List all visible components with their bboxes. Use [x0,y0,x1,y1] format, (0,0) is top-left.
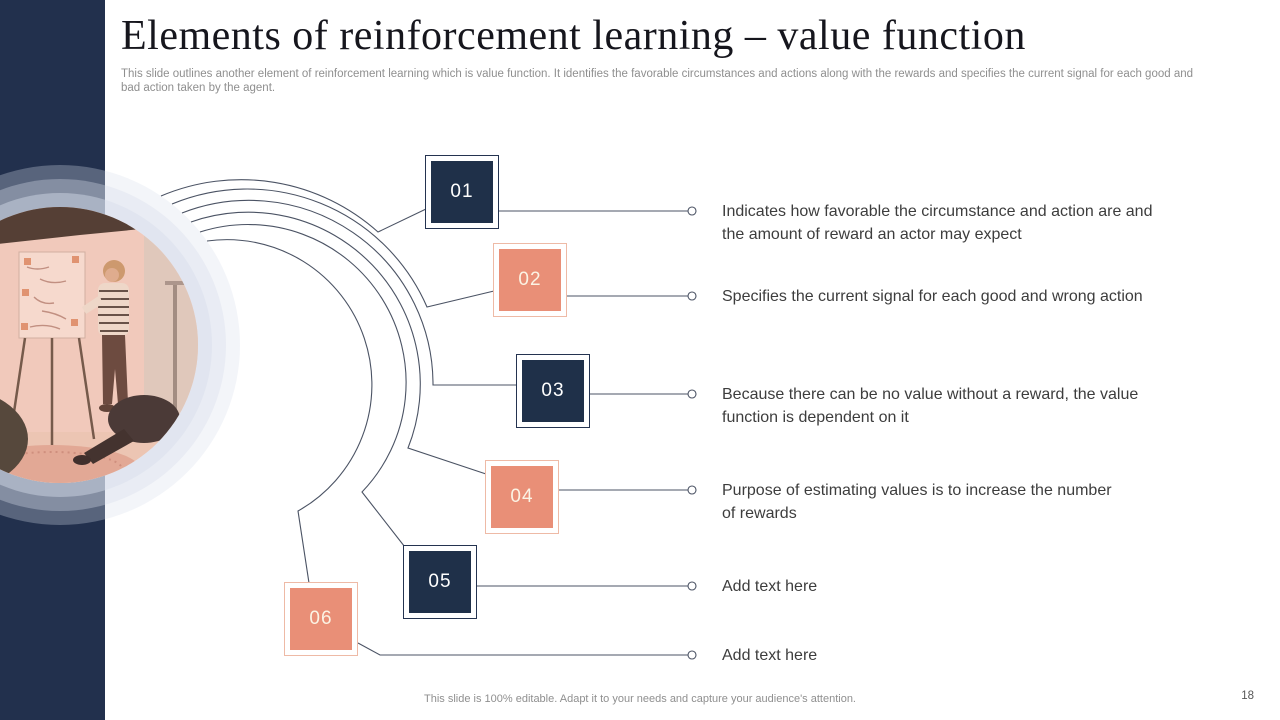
page-title: Elements of reinforcement learning – val… [121,13,1026,59]
step-number-04: 04 [491,466,553,528]
step-number-03: 03 [522,360,584,422]
step-number-01: 01 [431,161,493,223]
page-subtitle: This slide outlines another element of r… [121,68,1194,94]
step-box-03: 03 [516,354,590,428]
step-text-3: Because there can be no value without a … [722,386,1139,426]
step-text-5: Add text here [722,578,818,595]
leader-dot-icons [687,206,697,660]
step-box-06: 06 [284,582,358,656]
footer-note: This slide is 100% editable. Adapt it to… [424,693,856,705]
step-text-4: Purpose of estimating values is to incre… [722,482,1112,522]
step-box-05: 05 [403,545,477,619]
step-number-02: 02 [499,249,561,311]
step-box-02: 02 [493,243,567,317]
step-number-05: 05 [409,551,471,613]
page-number: 18 [1241,690,1254,702]
step-box-01: 01 [425,155,499,229]
step-box-04: 04 [485,460,559,534]
step-number-06: 06 [290,588,352,650]
step-text-2: Specifies the current signal for each go… [722,288,1143,305]
step-text-6: Add text here [722,647,818,664]
step-text-1: Indicates how favorable the circumstance… [722,203,1153,243]
